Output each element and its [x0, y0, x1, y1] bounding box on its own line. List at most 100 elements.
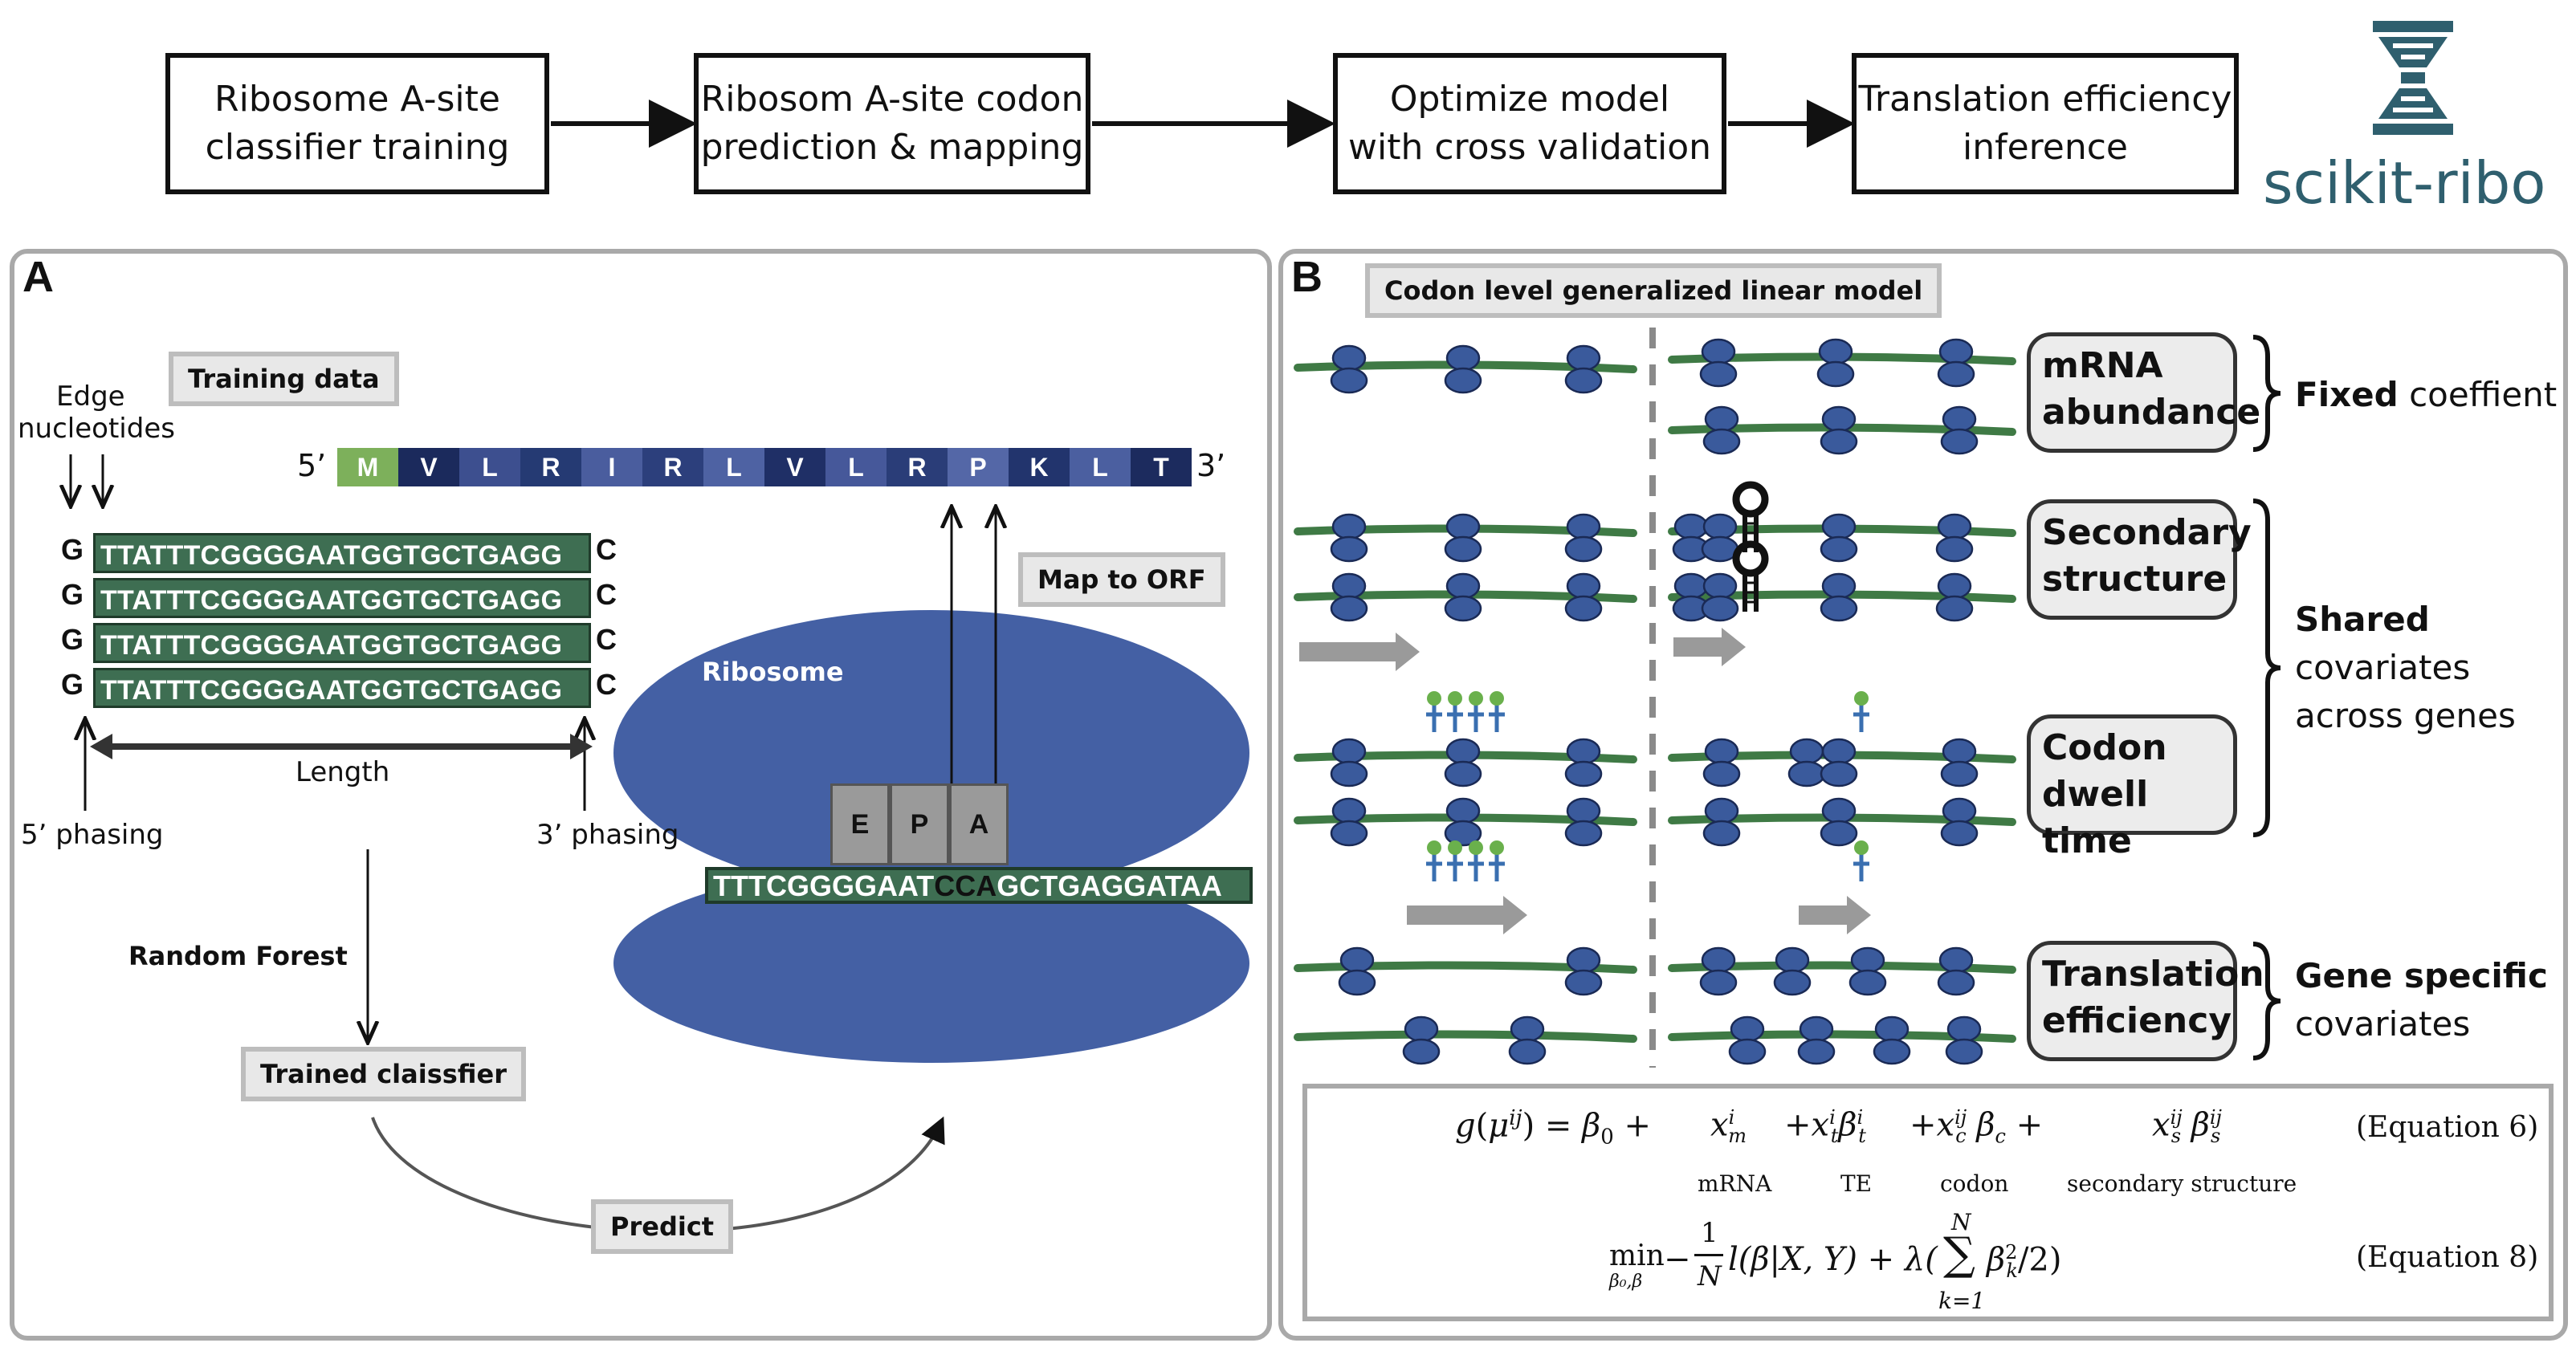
ribo-r3b-1-small [1820, 820, 1858, 847]
eq6-sup: ij [1509, 1106, 1522, 1130]
orf-three-prime: 3’ [1196, 448, 1226, 483]
ribo-l3b-1-small [1444, 820, 1482, 847]
ribo-r3b-0-small [1702, 820, 1741, 847]
ribo-r4a-3-small [1937, 969, 1975, 996]
ribo-r3b-1-large [1821, 797, 1857, 824]
eq8-tag: (Equation 8) [2356, 1241, 2539, 1274]
trna-l-1-icon-head [1448, 691, 1462, 706]
map-to-orf-tag: Map to ORF [1018, 552, 1225, 607]
panel-a-letter: A [22, 253, 54, 301]
ribo-r2b-1-large [1702, 572, 1738, 600]
ribo-r2a-3-small [1935, 535, 1974, 563]
amino-acid-4: R [520, 448, 581, 486]
trna-r-0-icon-head [1854, 691, 1869, 706]
ribo-r4a-2-small [1848, 969, 1887, 996]
ribo-l1-2-large [1566, 344, 1601, 372]
ribo-r2a-1-small [1701, 535, 1739, 563]
predict-tag: Predict [591, 1199, 734, 1254]
ribo-r3b-2-small [1940, 820, 1979, 847]
amino-acid-6: R [642, 448, 703, 486]
amino-acid-9: L [825, 448, 887, 486]
ribo-r2b-3-small [1935, 595, 1974, 622]
p-site: P [890, 783, 949, 865]
ribo-l3a-0-large [1331, 738, 1367, 765]
shared-bold: Shared [2295, 600, 2430, 639]
ribo-r4b-1-small [1797, 1038, 1836, 1065]
ribo-l4b-0-small [1402, 1038, 1441, 1065]
eq8-tail-beta: β [1987, 1241, 2006, 1279]
ribo-r2a-1-large [1702, 513, 1738, 540]
ribo-r4a-0-large [1701, 946, 1736, 974]
eq8-end: /2) [2017, 1241, 2062, 1279]
eq8-tail-sub: k [2006, 1260, 2018, 1283]
hairpin-1-icon-loop [1732, 481, 1769, 518]
ribo-r1a-2-small [1937, 360, 1975, 388]
read-1-seq: TTATTTCGGGGAATGGTGCTGAGG [93, 533, 591, 573]
amino-acid-2: V [398, 448, 459, 486]
ribo-r4a-0-small [1699, 969, 1738, 996]
ribo-l2b-0-small [1330, 595, 1368, 622]
brace-gene-specific [2252, 942, 2281, 1060]
eq8-sum-top-text: N [1951, 1209, 1971, 1235]
a-site: A [949, 783, 1009, 865]
ribo-l3a-2-small [1564, 760, 1603, 787]
eq8-mid-text: l(β|X, Y) + λ( [1728, 1241, 1938, 1278]
read-4-seq: TTATTTCGGGGAATGGTGCTGAGG [93, 668, 591, 708]
trained-classifier-tag: Trained claissfier [241, 1047, 526, 1101]
eq8-min-sub-text: β₀,β [1609, 1272, 1643, 1292]
mrna-strip: TTTCGGGGAATCCAGCTGAGGATAA [705, 867, 1253, 904]
amino-acid-14: T [1131, 448, 1192, 486]
ribo-l3b-2-large [1566, 797, 1601, 824]
flow-step-2: Ribosom A-site codon prediction & mappin… [694, 53, 1090, 194]
ribo-l4a-0-small [1338, 969, 1376, 996]
ribo-l4b-0-large [1404, 1015, 1439, 1043]
ribo-l1-2-small [1564, 367, 1603, 394]
edge-label-2: nucleotides [18, 413, 175, 445]
eq6-sub-ss: secondary structure [2067, 1170, 2297, 1197]
eq6-te: +xitβit [1784, 1106, 1866, 1148]
amino-acid-8: V [764, 448, 825, 486]
ribo-l2a-0-small [1330, 535, 1368, 563]
flow-arrows [551, 100, 1855, 148]
ribo-r2a-3-large [1937, 513, 1972, 540]
ribo-l3b-0-small [1330, 820, 1368, 847]
read-1-right: C [596, 533, 617, 566]
mrna-post: GCTGAGGATAA [997, 869, 1222, 902]
eq8-min: min [1609, 1239, 1665, 1272]
ribo-l2a-1-small [1444, 535, 1482, 563]
flow-step-4-line1: Translation efficiency [1858, 79, 2232, 120]
ribo-r3a-0-small [1702, 760, 1741, 787]
ribo-l2a-1-large [1445, 513, 1481, 540]
trna-l2-3-icon-head [1490, 840, 1504, 855]
eq6-xm: xim [1710, 1106, 1747, 1148]
flow-arrow-left-2 [1407, 896, 1527, 934]
trna-l2-0-icon-head [1427, 840, 1441, 855]
ribo-l1-1-large [1445, 344, 1481, 372]
panel-b-letter: B [1291, 253, 1323, 301]
ribo-l1-1-small [1444, 367, 1482, 394]
ribo-r3a-1-small [1787, 760, 1826, 787]
amino-acid-11: P [948, 448, 1009, 486]
ribo-r1b-0-large [1704, 405, 1739, 433]
phasing3-label: 3’ phasing [536, 819, 679, 851]
logo-text: scikit-ribo [2263, 149, 2546, 217]
ribo-l2b-0-large [1331, 572, 1367, 600]
read-3-right: C [596, 623, 617, 656]
eq6-sub-mrna: mRNA [1698, 1170, 1772, 1197]
eq6-b0: 0 [1600, 1125, 1614, 1150]
flow-step-4-line2: inference [1962, 127, 2128, 168]
trna-l-3-icon-head [1490, 691, 1504, 706]
ribo-l3a-2-large [1566, 738, 1601, 765]
ribo-l3a-1-small [1444, 760, 1482, 787]
ribo-r1b-0-small [1702, 428, 1741, 455]
amino-acid-3: L [459, 448, 520, 486]
ribo-r4b-3-small [1945, 1038, 1983, 1065]
eq8-min-sub: β₀,β [1609, 1272, 1642, 1292]
ribo-l4a-1-large [1566, 946, 1601, 974]
ribo-l3b-2-small [1564, 820, 1603, 847]
ribo-r3a-3-small [1940, 760, 1979, 787]
amino-acid-5: I [581, 448, 642, 486]
ribo-l2a-2-small [1564, 535, 1603, 563]
ribo-r2a-2-small [1820, 535, 1858, 563]
